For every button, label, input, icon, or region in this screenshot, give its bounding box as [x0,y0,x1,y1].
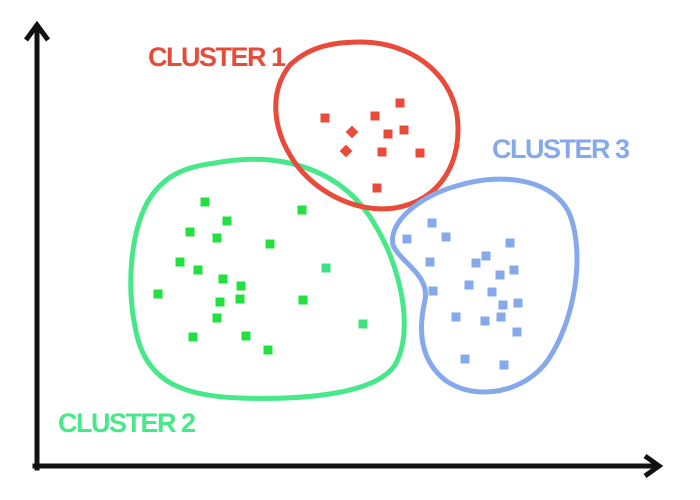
cluster-2-outline [128,156,407,401]
data-point [297,205,307,215]
data-point [415,148,425,158]
data-point [153,289,163,299]
data-point [241,331,251,341]
data-point [395,98,405,108]
data-point [460,354,470,364]
data-point [383,129,393,139]
cluster-3-points [402,218,523,370]
data-point [428,286,438,296]
data-point [425,257,435,267]
data-point [320,113,330,123]
cluster-3-outline [390,176,580,395]
data-point [481,251,491,261]
data-point [212,233,222,243]
data-point [193,265,203,275]
data-point [505,238,515,248]
data-point [427,218,437,228]
data-point [358,319,368,329]
data-point [441,232,451,242]
cluster-2-label: CLUSTER 2 [58,408,195,438]
data-point [513,298,523,308]
cluster-outlines [128,39,580,401]
data-point [464,280,474,290]
data-point [377,147,387,157]
data-point [235,294,245,304]
y-axis-arrowhead [23,20,51,42]
data-point [215,297,225,307]
data-point [471,258,481,268]
data-point [339,144,353,158]
data-point [402,234,412,244]
axes [23,20,664,479]
data-point [496,312,506,322]
data-point [499,360,509,370]
cluster-1-label: CLUSTER 1 [148,42,286,72]
data-point [495,270,505,280]
data-point [265,239,275,249]
data-point [451,312,461,322]
data-point [321,263,331,273]
data-point [487,287,497,297]
data-point [480,316,490,326]
data-point [372,183,382,193]
data-point [512,327,522,337]
data-point [175,257,185,267]
data-point [509,265,519,275]
data-point [298,295,308,305]
data-point [498,300,508,310]
cluster-1-outline [273,39,461,212]
cluster-3-label: CLUSTER 3 [492,134,630,164]
data-point [188,332,198,342]
cluster-2-points [153,197,368,355]
data-point [370,111,380,121]
data-point [212,313,222,323]
data-point [263,345,273,355]
data-point [222,216,232,226]
data-point [236,281,246,291]
data-point [218,274,228,284]
data-point [399,125,409,135]
cluster-1-points [320,98,425,193]
data-point [185,227,195,237]
x-axis-arrowhead [643,453,664,479]
data-point [200,197,210,207]
data-point [345,125,359,139]
